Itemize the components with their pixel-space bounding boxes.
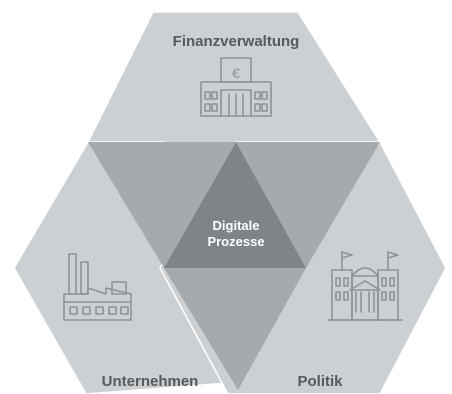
parliament-building-icon [327,251,403,321]
label-politik: Politik [297,373,343,390]
center-triangle [164,142,306,268]
label-finanzverwaltung: Finanzverwaltung [173,33,300,50]
factory-icon [63,253,132,321]
overlap-finanz-unternehmen [88,142,236,268]
euro-symbol: € [232,65,240,81]
label-prozesse: Prozesse [207,234,264,249]
overlap-unternehmen-politik [164,268,306,390]
label-unternehmen: Unternehmen [102,373,199,390]
label-digitale: Digitale [213,218,260,233]
overlap-finanz-politik [236,142,380,268]
bank-building-icon: € [200,57,272,117]
